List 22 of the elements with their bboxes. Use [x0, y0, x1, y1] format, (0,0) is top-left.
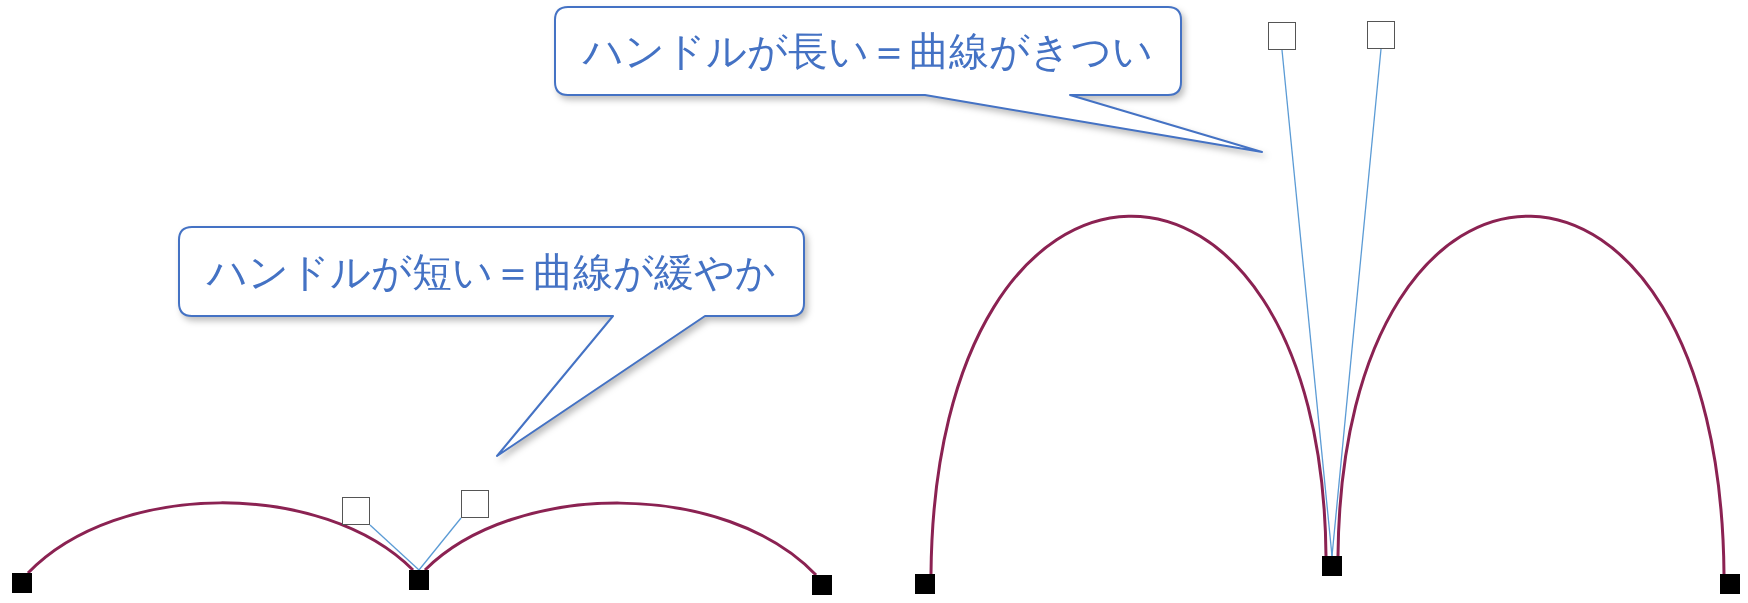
- handle-line: [1281, 49, 1333, 557]
- handle-line: [418, 517, 462, 571]
- anchor-point: [409, 570, 429, 590]
- handle-point: [1268, 22, 1296, 50]
- handle-line: [369, 524, 420, 571]
- curve-line: [424, 501, 817, 577]
- handle-point: [342, 497, 370, 525]
- anchor-point: [12, 573, 32, 593]
- handle-point: [1367, 21, 1395, 49]
- callout-text: ハンドルが長い＝曲線がきつい: [581, 29, 1154, 73]
- anchor-point: [915, 574, 935, 594]
- curve-line: [1336, 215, 1726, 575]
- speech-bubble: [178, 226, 805, 457]
- callout-text: ハンドルが短い＝曲線が緩やか: [205, 249, 777, 294]
- anchor-point: [1322, 556, 1342, 576]
- curve-line: [929, 215, 1328, 575]
- anchor-point: [1720, 574, 1740, 594]
- handle-line: [1331, 48, 1382, 557]
- handle-point: [461, 490, 489, 518]
- anchor-point: [812, 575, 832, 595]
- speech-bubble: [554, 6, 1263, 153]
- curve-line: [27, 501, 414, 575]
